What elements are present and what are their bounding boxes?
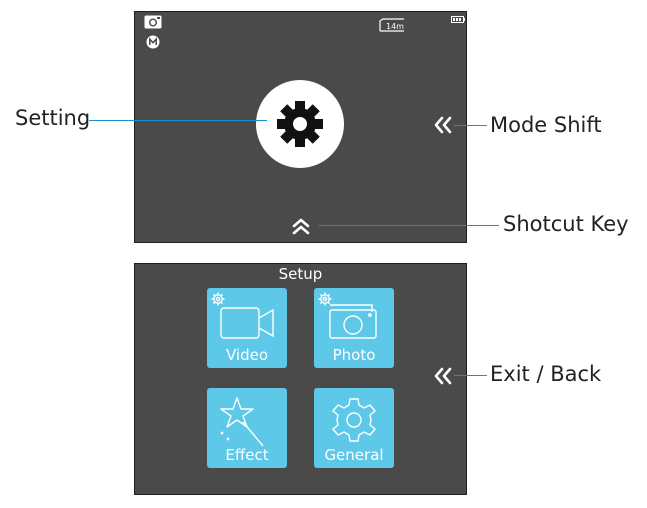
storage-icon: 14m bbox=[379, 18, 404, 32]
callout-exit-back-line bbox=[454, 375, 487, 376]
video-camera-icon bbox=[211, 292, 274, 339]
callout-mode-shift-label: Mode Shift bbox=[490, 113, 602, 137]
video-tile-label: Video bbox=[225, 346, 269, 364]
photo-tile[interactable]: Photo bbox=[314, 288, 394, 368]
callout-shortcut-key-line bbox=[319, 225, 499, 226]
double-chevron-left-icon[interactable] bbox=[433, 116, 453, 134]
photo-tile-label: Photo bbox=[332, 346, 376, 364]
callout-exit-back-label: Exit / Back bbox=[490, 362, 602, 386]
settings-gear-icon bbox=[277, 101, 323, 147]
manual-mode-icon bbox=[146, 35, 160, 49]
effect-tile[interactable]: Effect bbox=[207, 388, 287, 468]
general-tile[interactable]: General bbox=[314, 388, 394, 468]
camera-main-screen: 14m bbox=[134, 11, 467, 243]
callout-shortcut-key-label: Shotcut Key bbox=[503, 212, 629, 236]
setup-screen: Setup Video bbox=[134, 263, 467, 495]
settings-button[interactable] bbox=[255, 79, 345, 169]
magic-wand-icon bbox=[220, 397, 264, 447]
storage-time-text: 14m bbox=[386, 22, 404, 31]
battery-icon bbox=[451, 16, 465, 23]
camera-icon bbox=[144, 15, 162, 29]
gear-icon bbox=[332, 398, 376, 442]
effect-tile-label: Effect bbox=[225, 446, 269, 464]
setup-title: Setup bbox=[278, 265, 323, 283]
callout-setting-line bbox=[89, 120, 267, 121]
callout-mode-shift-line bbox=[454, 125, 487, 126]
back-chevron-icon[interactable] bbox=[433, 367, 453, 385]
general-tile-label: General bbox=[324, 446, 384, 464]
double-chevron-up-icon[interactable] bbox=[292, 218, 310, 235]
callout-setting-label: Setting bbox=[15, 106, 91, 130]
photo-camera-icon bbox=[318, 292, 377, 339]
video-tile[interactable]: Video bbox=[207, 288, 287, 368]
